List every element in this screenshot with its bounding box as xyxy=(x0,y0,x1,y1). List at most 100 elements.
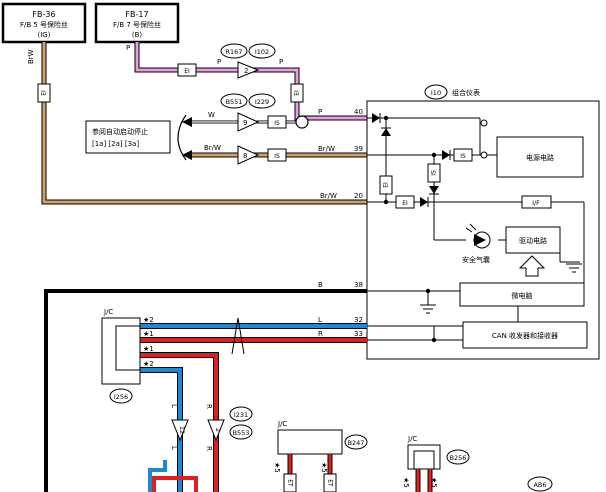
black-wire-b xyxy=(44,289,367,492)
svg-text:安全气囊: 安全气囊 xyxy=(462,255,490,264)
svg-text:IS: IS xyxy=(431,170,438,176)
pin-20: 20 xyxy=(354,192,363,200)
wire-color-brw20: Br/W xyxy=(320,192,337,200)
connector-id-b256: B256 xyxy=(450,454,467,462)
connector-ids-r167-i102: R167 I102 xyxy=(220,43,276,59)
connector-ei-top: EI xyxy=(177,63,197,77)
svg-text:J/C: J/C xyxy=(103,308,113,316)
fuse-box-fb36: FB-36 F/B 5 号保险丝 (IG) xyxy=(1,2,87,44)
wire-color-b38: B xyxy=(318,281,323,289)
connector-ids-i231-b553: I231 B553 xyxy=(229,406,253,440)
connector-is-9: IS xyxy=(267,115,287,129)
svg-text:[1a] [2a] [3a]: [1a] [2a] [3a] xyxy=(92,140,139,148)
up-arrow-icon xyxy=(518,255,546,277)
blue-wire-l xyxy=(140,323,367,492)
wire-color-l-vert: L xyxy=(170,404,178,408)
svg-text:★5: ★5 xyxy=(273,462,281,473)
svg-text:2: 2 xyxy=(244,67,248,75)
wire-color-p3: P xyxy=(279,58,283,66)
junction-connector-b256: J/C B256 ★5 ★5 xyxy=(402,435,470,492)
pin-32: 32 xyxy=(354,316,363,324)
wire-color-l-vert2: L xyxy=(170,446,178,450)
svg-text:8: 8 xyxy=(243,152,247,160)
red-wire-r xyxy=(140,337,367,492)
svg-text:IS: IS xyxy=(274,120,280,127)
svg-text:★5: ★5 xyxy=(320,462,328,473)
wire-color-r-vert: R xyxy=(205,404,213,409)
fuse-box-sub: (IG) xyxy=(38,31,51,39)
connector-is-8: IS xyxy=(267,148,287,162)
svg-text:ET: ET xyxy=(327,479,334,487)
microcomputer-box: 微电脑 xyxy=(459,282,585,307)
connector-id-i256: I256 xyxy=(114,393,128,401)
wire-color-brw-left: BrW xyxy=(27,49,35,64)
wire-color-brw39: Br/W xyxy=(318,145,335,153)
can-transceiver-box: CAN 收发器和接收器 xyxy=(462,321,588,349)
svg-text:I/F: I/F xyxy=(532,199,540,207)
svg-text:EI: EI xyxy=(402,200,408,207)
svg-text:2: 2 xyxy=(214,428,222,432)
svg-text:参阅自动启动停止: 参阅自动启动停止 xyxy=(92,127,148,136)
connector-ei-20: EI xyxy=(395,195,415,209)
svg-text:微电脑: 微电脑 xyxy=(512,291,533,300)
connector-id-ab6: AB6 xyxy=(527,476,553,492)
svg-text:EI: EI xyxy=(41,90,48,96)
pin-38: 38 xyxy=(354,281,363,289)
fuse-box-name: F/B 5 号保险丝 xyxy=(20,20,68,29)
svg-text:★5: ★5 xyxy=(430,477,438,488)
wire-color-p1: P xyxy=(126,44,130,52)
interface-box: I/F xyxy=(521,195,552,209)
svg-text:EI: EI xyxy=(184,68,190,75)
junction-connector-i256: J/C ★2 ★1 ★1 ★2 I256 xyxy=(101,308,154,404)
fuse-box-id: FB-17 xyxy=(125,10,148,19)
svg-text:B551: B551 xyxy=(226,98,243,106)
fuse-box-sub: (B) xyxy=(132,31,143,39)
wire-color-l32: L xyxy=(318,316,322,324)
svg-text:★1: ★1 xyxy=(143,330,154,338)
svg-text:12: 12 xyxy=(178,426,186,434)
svg-text:AB6: AB6 xyxy=(533,481,546,489)
svg-text:IS: IS xyxy=(274,153,280,160)
connector-id-i10: I10 xyxy=(431,89,441,97)
fuse-box-name: F/B 7 号保险丝 xyxy=(113,20,161,29)
pin-39: 39 xyxy=(354,145,363,153)
airbag-warning-lamp: 安全气囊 xyxy=(462,223,491,264)
power-circuit-box: 电源电路 xyxy=(496,136,584,178)
twisted-pair-symbol xyxy=(231,317,245,355)
svg-text:I231: I231 xyxy=(234,411,248,419)
wire-color-r33: R xyxy=(318,330,323,338)
svg-text:ET: ET xyxy=(287,479,294,487)
wire-color-p4: P xyxy=(318,108,322,116)
svg-text:EI: EI xyxy=(294,90,301,96)
connector-id-b247: B247 xyxy=(348,439,365,447)
wire-color-brw: Br/W xyxy=(204,144,221,152)
connector-b551-pin9: 9 xyxy=(237,112,260,132)
svg-text:J/C: J/C xyxy=(277,420,287,428)
svg-text:EI: EI xyxy=(383,182,390,188)
svg-text:J/C: J/C xyxy=(407,435,417,443)
svg-text:I229: I229 xyxy=(255,98,269,106)
svg-text:★2: ★2 xyxy=(143,316,154,324)
wire-color-w: W xyxy=(208,111,215,119)
pink-wire-p xyxy=(134,42,367,121)
svg-text:CAN 收发器和接收器: CAN 收发器和接收器 xyxy=(492,331,558,340)
svg-text:B553: B553 xyxy=(233,429,250,437)
drive-circuit-box: 驱动电路 xyxy=(505,226,561,254)
fuse-box-fb17: FB-17 F/B 7 号保险丝 (B) xyxy=(94,2,180,44)
reference-bracket xyxy=(177,114,187,161)
svg-text:★2: ★2 xyxy=(143,360,154,368)
pin-33: 33 xyxy=(354,330,363,338)
reference-box: 参阅自动启动停止 [1a] [2a] [3a] xyxy=(85,120,171,154)
connector-r167-pin: 2 xyxy=(237,61,260,79)
svg-text:驱动电路: 驱动电路 xyxy=(519,236,547,245)
ground-symbol xyxy=(420,263,582,314)
wire-color-r-vert2: R xyxy=(205,446,213,451)
junction-connector-b247: J/C B247 ★5 ★5 ET ET xyxy=(273,420,368,492)
svg-text:★5: ★5 xyxy=(402,477,410,488)
junction-dots xyxy=(383,115,437,343)
svg-text:IS: IS xyxy=(460,153,466,160)
svg-text:R167: R167 xyxy=(226,48,243,56)
instrument-label: 组合仪表 xyxy=(452,88,480,97)
svg-text:★1: ★1 xyxy=(143,345,154,353)
